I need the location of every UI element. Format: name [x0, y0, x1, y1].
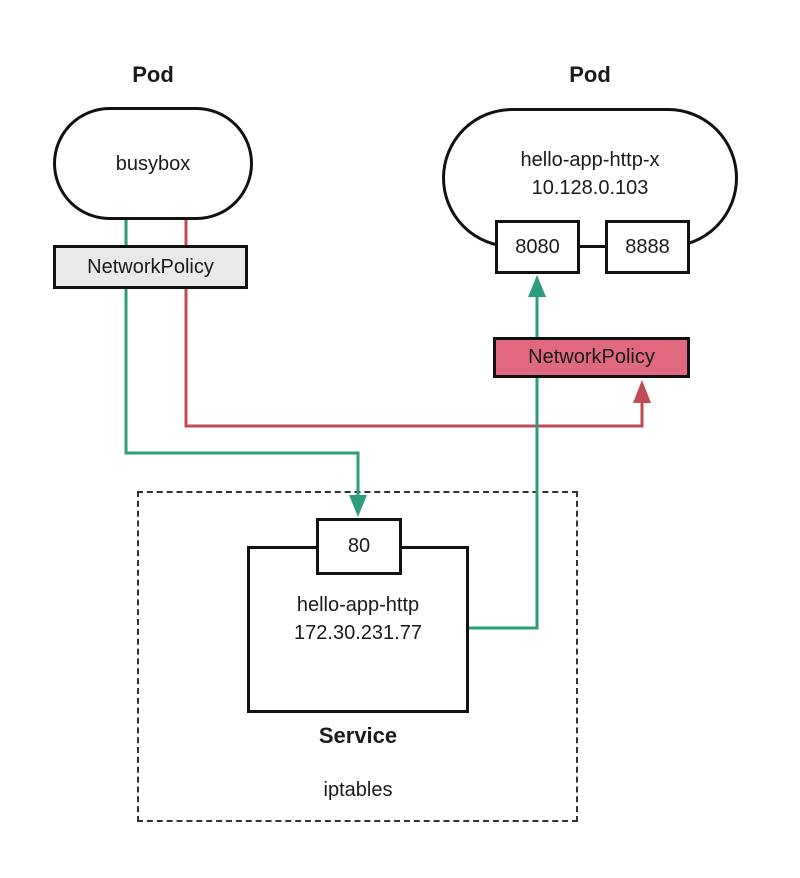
service-port-80-label: 80: [347, 535, 371, 557]
pod-left-label: Pod: [132, 62, 174, 87]
pod-port-8888: 8888: [605, 220, 690, 274]
pod-busybox-name: busybox: [115, 152, 191, 175]
pod-busybox: busybox: [53, 107, 253, 220]
service-type-label: Service: [318, 723, 398, 748]
pod-hello-app-name: hello-app-http-x: [520, 149, 660, 171]
service-ip: 172.30.231.77: [294, 622, 422, 644]
network-policy-ingress: NetworkPolicy: [493, 337, 690, 378]
allow-arrow-to-pod: [469, 275, 546, 630]
pod-port-8080-label: 8080: [515, 235, 560, 258]
allow-arrow-to-service: [124, 219, 367, 517]
iptables-label: iptables: [323, 779, 393, 801]
pod-hello-app: hello-app-http-x 10.128.0.103: [442, 108, 738, 248]
pod-hello-app-ip: 10.128.0.103: [531, 177, 649, 199]
pod-right-label: Pod: [569, 62, 611, 87]
pod-port-8888-label: 8888: [625, 235, 670, 258]
network-policy-egress-label: NetworkPolicy: [87, 255, 214, 278]
service-port-80: 80: [316, 518, 402, 575]
network-policy-egress: NetworkPolicy: [53, 245, 248, 289]
network-policy-ingress-label: NetworkPolicy: [528, 346, 655, 368]
deny-arrow: [184, 219, 651, 428]
pod-port-8080: 8080: [495, 220, 580, 274]
service-name: hello-app-http: [296, 594, 420, 616]
